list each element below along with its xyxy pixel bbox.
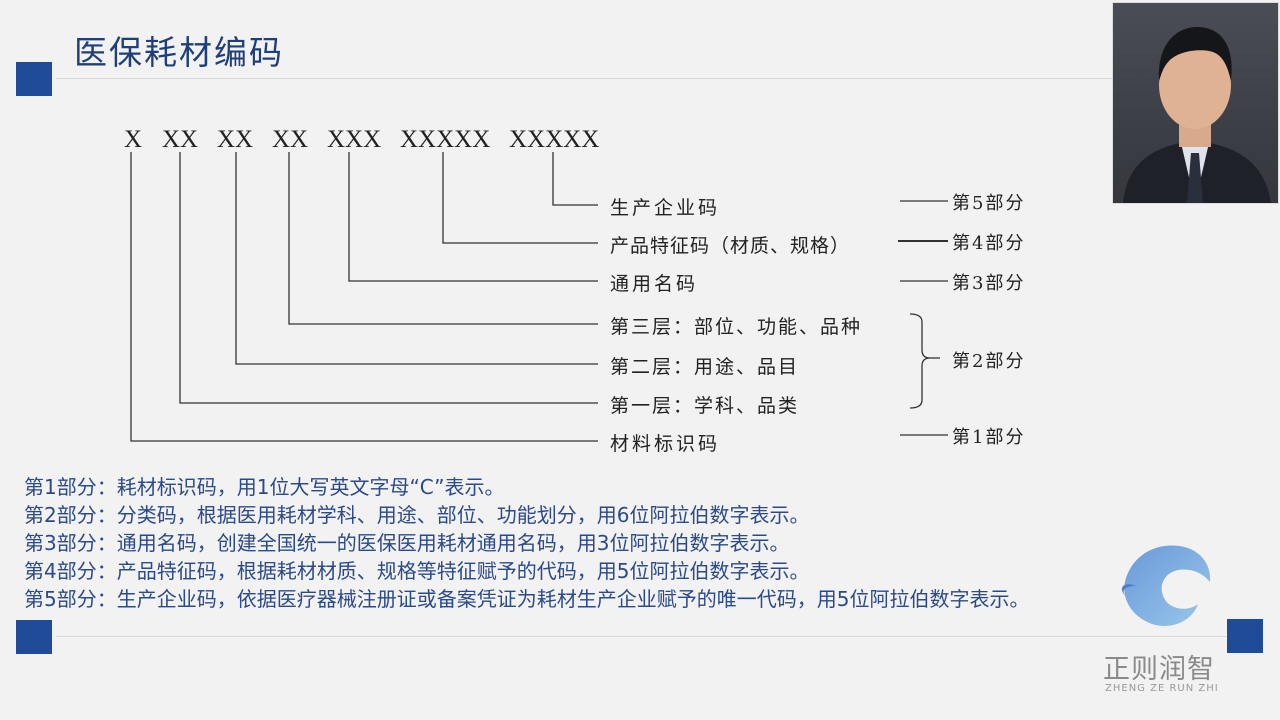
footer-divider xyxy=(56,636,1226,637)
label-layer-2: 第二层：用途、品目 xyxy=(610,356,800,378)
label-layer-1: 第一层：学科、品类 xyxy=(610,395,800,417)
logo-subtitle: ZHENG ZE RUN ZHI xyxy=(1105,683,1219,694)
logo-swirl-icon xyxy=(1121,545,1211,626)
description-part-5: 第5部分：生产企业码，依据医疗器械注册证或备案凭证为耗材生产企业赋予的唯一代码，… xyxy=(24,587,1030,611)
description-part-4: 第4部分：产品特征码，根据耗材材质、规格等特征赋予的代码，用5位阿拉伯数字表示。 xyxy=(24,559,810,583)
label-generic-name-code: 通用名码 xyxy=(610,273,699,295)
label-material-id-code: 材料标识码 xyxy=(610,433,721,455)
person-icon xyxy=(1123,27,1271,203)
part-3-label: 第3部分 xyxy=(952,273,1026,294)
logo-name: 正则润智 xyxy=(1103,654,1215,685)
description-part-2: 第2部分：分类码，根据医用耗材学科、用途、部位、功能划分，用6位阿拉伯数字表示。 xyxy=(24,503,810,527)
label-product-feature-code: 产品特征码（材质、规格） xyxy=(610,235,851,257)
part-4-label: 第4部分 xyxy=(952,233,1026,254)
accent-square-top xyxy=(16,62,52,96)
title-divider xyxy=(56,78,1112,79)
part-2-label: 第2部分 xyxy=(952,351,1026,372)
code-segment-3: XX xyxy=(217,126,254,153)
code-segment-2: XX xyxy=(162,126,199,153)
accent-square-bottom-left xyxy=(16,620,52,654)
accent-square-bottom-right xyxy=(1227,619,1263,653)
presenter-photo xyxy=(1112,2,1279,204)
code-segment-7: XXXXX xyxy=(509,126,600,153)
part-1-label: 第1部分 xyxy=(952,427,1026,448)
code-segment-1: X xyxy=(124,126,143,153)
label-layer-3: 第三层：部位、功能、品种 xyxy=(610,316,863,338)
label-manufacturer-code: 生产企业码 xyxy=(610,197,721,219)
code-segment-6: XXXXX xyxy=(400,126,491,153)
description-part-1: 第1部分：耗材标识码，用1位大写英文字母“C”表示。 xyxy=(24,475,505,499)
page-title: 医保耗材编码 xyxy=(74,33,284,72)
code-segment-4: XX xyxy=(272,126,309,153)
description-part-3: 第3部分：通用名码，创建全国统一的医保医用耗材通用名码，用3位阿拉伯数字表示。 xyxy=(24,531,790,555)
part-5-label: 第5部分 xyxy=(952,193,1026,214)
code-segment-5: XXX xyxy=(327,126,382,153)
